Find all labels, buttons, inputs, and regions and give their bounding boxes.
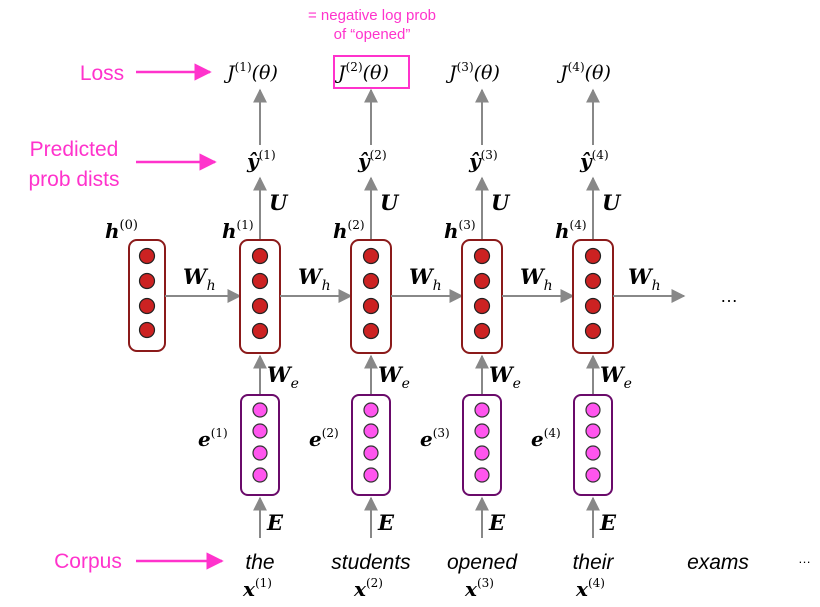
e-matrix-label: E: [488, 510, 506, 535]
embedding-unit: [585, 445, 601, 461]
hidden-unit: [251, 272, 269, 290]
embedding-label: e(3): [420, 426, 450, 451]
hidden-unit: [362, 297, 380, 315]
h0-unit: [138, 272, 156, 290]
we-weight-label: We: [378, 362, 410, 392]
embedding-label: e(2): [309, 426, 339, 451]
e-matrix-label: E: [377, 510, 395, 535]
loss-label: Loss: [80, 62, 124, 85]
h0-unit: [138, 247, 156, 265]
wh-weight-label: Wh: [520, 264, 553, 294]
hidden-unit: [362, 247, 380, 265]
wh-weight-label: Wh: [409, 264, 442, 294]
wh-weight-label: Wh: [298, 264, 331, 294]
embedding-label: e(4): [531, 426, 561, 451]
e-matrix-label: E: [599, 510, 617, 535]
embedding-unit: [252, 467, 268, 483]
input-token-label: x(3): [464, 576, 494, 601]
hidden-unit: [584, 272, 602, 290]
hidden-unit: [362, 322, 380, 340]
wh-weight-label: Wh: [183, 264, 216, 294]
embedding-vector: [573, 394, 613, 496]
embedding-vector: [462, 394, 502, 496]
embedding-unit: [474, 402, 490, 418]
hidden-unit: [251, 322, 269, 340]
e-matrix-label: E: [266, 510, 284, 535]
embedding-vector: [240, 394, 280, 496]
corpus-word-exams: exams: [687, 551, 749, 574]
we-weight-label: We: [600, 362, 632, 392]
hidden-state-label: h(4): [555, 218, 587, 243]
embedding-unit: [585, 423, 601, 439]
hidden-ellipsis: …: [720, 286, 738, 306]
hidden-unit: [584, 322, 602, 340]
input-token-label: x(2): [353, 576, 383, 601]
loss-term: J(3)(θ): [445, 60, 500, 84]
hidden-state-label: h(3): [444, 218, 476, 243]
embedding-unit: [252, 423, 268, 439]
predicted-distribution: ŷ(4): [579, 148, 609, 173]
embedding-unit: [363, 467, 379, 483]
hidden-unit: [473, 272, 491, 290]
embedding-unit: [474, 423, 490, 439]
loss-highlight-box: [333, 55, 410, 89]
embedding-unit: [363, 423, 379, 439]
h0-label: h(0): [105, 218, 138, 243]
u-weight-label: U: [380, 190, 400, 215]
predicted-distribution: ŷ(3): [468, 148, 498, 173]
u-weight-label: U: [602, 190, 622, 215]
predicted-distribution: ŷ(1): [246, 148, 276, 173]
embedding-unit: [252, 445, 268, 461]
we-weight-label: We: [489, 362, 521, 392]
embedding-unit: [252, 402, 268, 418]
corpus-word: opened: [447, 551, 518, 574]
u-weight-label: U: [491, 190, 511, 215]
h0-unit: [138, 321, 156, 339]
hidden-unit: [251, 247, 269, 265]
embedding-unit: [474, 467, 490, 483]
embedding-unit: [474, 445, 490, 461]
final-wh-label: Wh: [628, 264, 661, 294]
corpus-word: students: [331, 551, 411, 574]
corpus-label: Corpus: [54, 550, 122, 573]
corpus-word: the: [245, 551, 274, 574]
input-token-label: x(1): [242, 576, 272, 601]
embedding-unit: [363, 402, 379, 418]
hidden-unit: [473, 247, 491, 265]
hidden-state-label: h(1): [222, 218, 254, 243]
timesteps: J(1)(θ)ŷ(1)Uh(1)WhWee(1)Ethex(1)J(2)(θ)ŷ…: [165, 55, 632, 601]
annotation-line1: = negative log prob: [308, 7, 436, 24]
embedding-unit: [363, 445, 379, 461]
we-weight-label: We: [267, 362, 299, 392]
embedding-unit: [585, 467, 601, 483]
loss-term: J(1)(θ): [223, 60, 278, 84]
hidden-unit: [362, 272, 380, 290]
loss-term: J(4)(θ): [556, 60, 611, 84]
predicted-label-line2: prob dists: [28, 168, 119, 191]
input-token-label: x(4): [575, 576, 605, 601]
hidden-unit: [251, 297, 269, 315]
embedding-label: e(1): [198, 426, 228, 451]
hidden-unit: [473, 297, 491, 315]
annotation-line2: of “opened”: [334, 26, 411, 43]
hidden-state-label: h(2): [333, 218, 365, 243]
hidden-unit: [584, 247, 602, 265]
predicted-label-line1: Predicted: [30, 138, 119, 161]
u-weight-label: U: [269, 190, 289, 215]
loss-term: J(2)(θ): [334, 60, 389, 84]
hidden-unit: [584, 297, 602, 315]
hidden-unit: [473, 322, 491, 340]
h0-unit: [138, 297, 156, 315]
embedding-vector: [351, 394, 391, 496]
predicted-distribution: ŷ(2): [357, 148, 387, 173]
embedding-unit: [585, 402, 601, 418]
corpus-word: their: [573, 551, 615, 574]
corpus-ellipsis: …: [798, 551, 811, 566]
